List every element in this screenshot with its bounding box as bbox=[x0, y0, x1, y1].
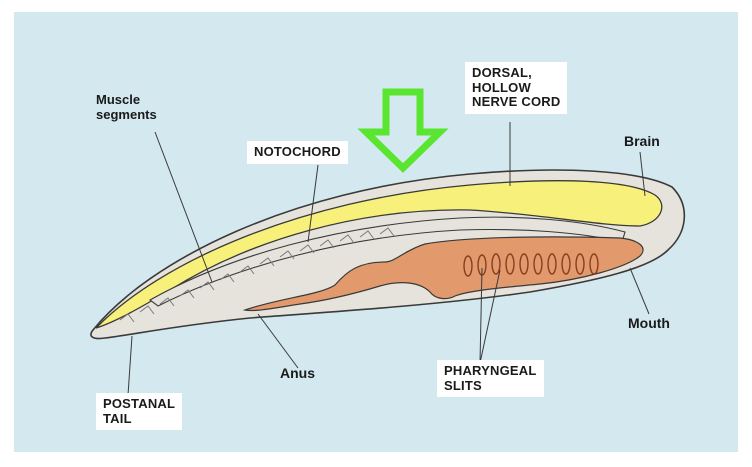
down-arrow-icon bbox=[366, 92, 440, 168]
label-brain: Brain bbox=[624, 134, 660, 150]
label-dorsal-nerve-cord: DORSAL, HOLLOW NERVE CORD bbox=[465, 62, 567, 114]
label-anus: Anus bbox=[280, 366, 315, 382]
label-postanal-tail: POSTANAL TAIL bbox=[96, 393, 182, 430]
label-notochord: NOTOCHORD bbox=[247, 141, 348, 164]
label-muscle-segments: Muscle segments bbox=[96, 93, 157, 122]
label-pharyngeal-slits: PHARYNGEAL SLITS bbox=[437, 360, 544, 397]
label-mouth: Mouth bbox=[628, 316, 670, 332]
